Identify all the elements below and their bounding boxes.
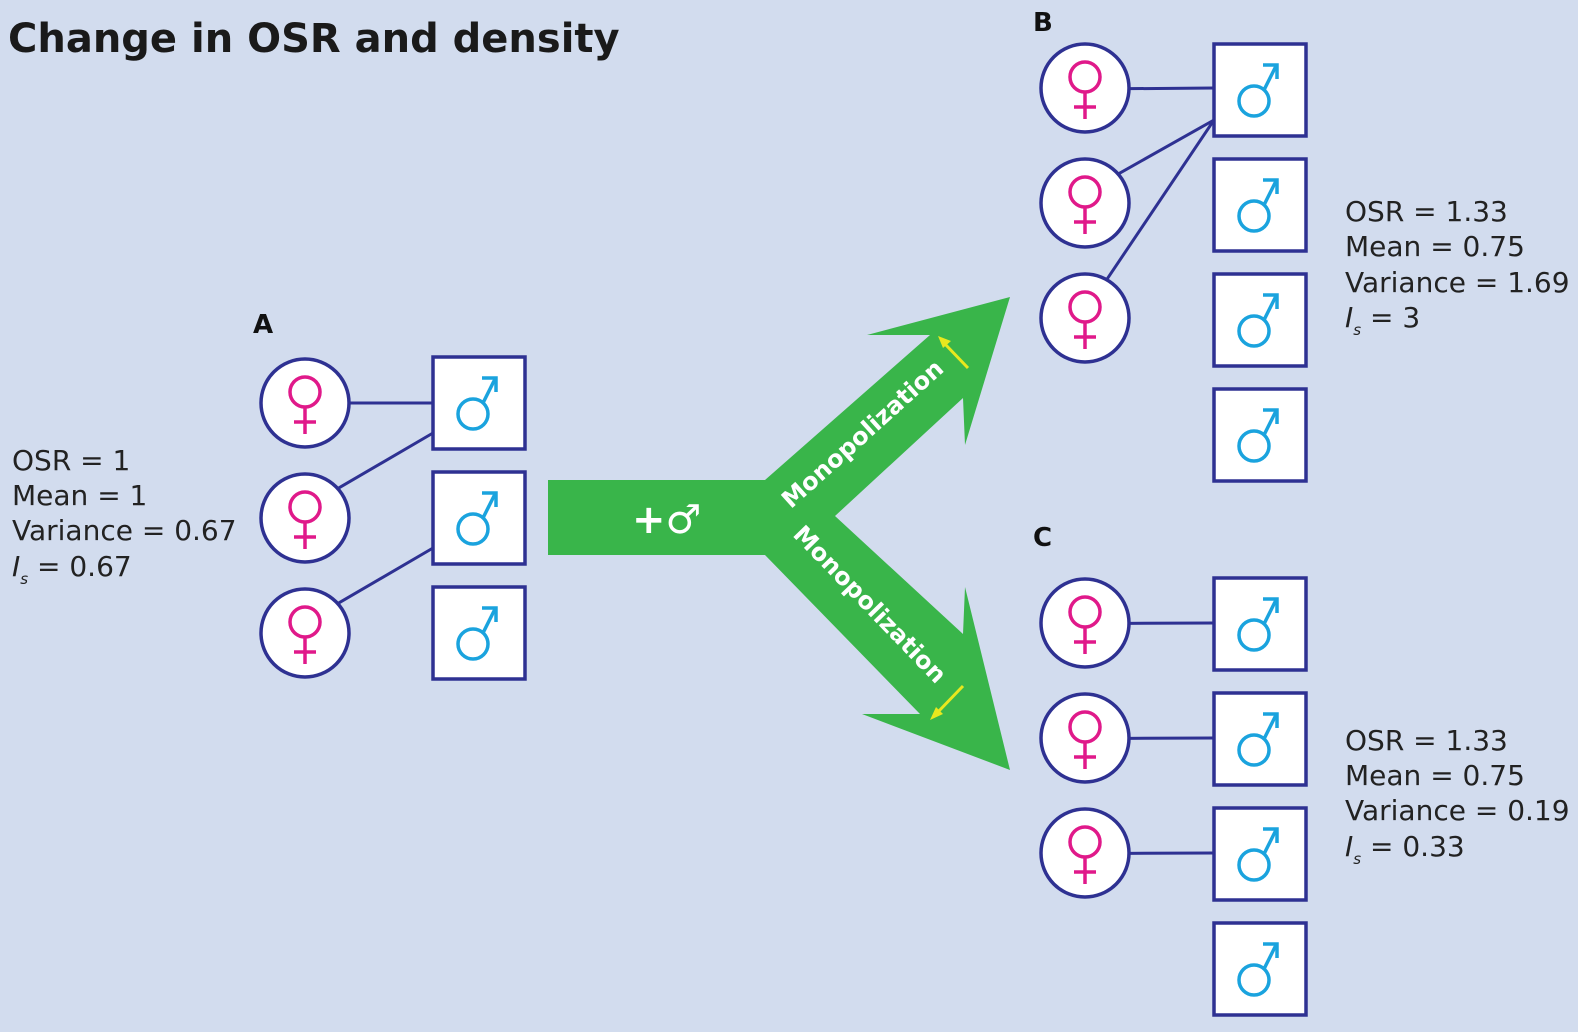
female-node — [259, 587, 351, 679]
panel-a-stats: OSR = 1 Mean = 1 Variance = 0.67 Is = 0.… — [12, 444, 237, 588]
panel-a-is-value: = 0.67 — [28, 550, 132, 583]
female-symbol-icon — [1068, 60, 1102, 119]
panel-b-mean: Mean = 0.75 — [1345, 230, 1525, 263]
female-symbol-icon — [288, 605, 322, 664]
panels-layer: A B C — [253, 8, 1308, 1017]
panel-c-stats: OSR = 1.33 Mean = 0.75 Variance = 0.19 I… — [1345, 724, 1570, 868]
female-node — [1039, 577, 1131, 669]
mating-line — [1117, 118, 1215, 176]
panel-c-osr: OSR = 1.33 — [1345, 724, 1508, 757]
male-symbol-icon — [1237, 408, 1279, 463]
male-symbol-icon — [456, 606, 498, 661]
female-node — [1039, 807, 1131, 899]
female-symbol-icon — [1068, 175, 1102, 234]
up-indicator-icon — [938, 336, 970, 370]
mating-line — [1105, 119, 1216, 281]
male-symbol-icon — [1237, 942, 1279, 997]
panel-a-variance: Variance = 0.67 — [12, 514, 237, 547]
mating-line — [336, 546, 434, 605]
male-symbol-icon — [1237, 293, 1279, 348]
panel-b-is: Is = 3 — [1345, 301, 1420, 339]
panel-b: B — [1033, 8, 1308, 483]
female-symbol-icon — [1068, 710, 1102, 769]
female-symbol-icon — [1068, 825, 1102, 884]
female-symbol-icon — [1068, 595, 1102, 654]
add-male-label: +♂ — [632, 497, 701, 543]
diagram-title: Change in OSR and density — [8, 16, 620, 62]
female-node — [1039, 692, 1131, 784]
mating-line — [1128, 86, 1215, 91]
female-node — [1039, 42, 1131, 134]
panel-a-is-letter: I — [12, 550, 20, 583]
monopolization-arrow: +♂ Monopolization Monopolization — [548, 297, 1010, 770]
panel-c-is-sub: s — [1353, 850, 1361, 868]
male-node — [1212, 921, 1308, 1017]
panel-a-osr: OSR = 1 — [12, 444, 130, 477]
panel-b-osr: OSR = 1.33 — [1345, 195, 1508, 228]
panel-c-label: C — [1033, 523, 1052, 553]
panel-a-label: A — [253, 310, 273, 340]
male-symbol-icon — [456, 376, 498, 431]
female-symbol-icon — [288, 490, 322, 549]
panel-c-is-value: = 0.33 — [1361, 830, 1465, 863]
male-symbol-icon — [1237, 63, 1279, 118]
female-node — [259, 357, 351, 449]
male-node — [1212, 576, 1308, 672]
panel-c-mean: Mean = 0.75 — [1345, 759, 1525, 792]
male-node — [1212, 42, 1308, 138]
down-indicator-icon — [930, 684, 965, 720]
male-symbol-icon — [1237, 597, 1279, 652]
male-node — [1212, 806, 1308, 902]
panel-a: A — [253, 310, 527, 681]
male-symbol-icon — [1237, 827, 1279, 882]
male-node — [431, 585, 527, 681]
panel-b-label: B — [1033, 8, 1053, 38]
panel-b-is-value: = 3 — [1361, 301, 1420, 334]
male-symbol-icon — [1237, 712, 1279, 767]
panel-a-is: Is = 0.67 — [12, 550, 132, 588]
male-node — [1212, 157, 1308, 253]
female-symbol-icon — [1068, 290, 1102, 349]
female-symbol-icon — [288, 375, 322, 434]
male-symbol-icon — [456, 491, 498, 546]
male-node — [431, 470, 527, 566]
female-node — [259, 472, 351, 564]
female-node — [1039, 157, 1131, 249]
panel-c-is-letter: I — [1345, 830, 1353, 863]
panel-b-is-sub: s — [1353, 321, 1361, 339]
female-node — [1039, 272, 1131, 364]
panel-c-variance: Variance = 0.19 — [1345, 794, 1570, 827]
panel-c-is: Is = 0.33 — [1345, 830, 1465, 868]
panel-b-stats: OSR = 1.33 Mean = 0.75 Variance = 1.69 I… — [1345, 195, 1570, 339]
mating-line — [336, 431, 434, 490]
male-node — [431, 355, 527, 451]
panel-b-variance: Variance = 1.69 — [1345, 266, 1570, 299]
male-symbol-icon — [1237, 178, 1279, 233]
male-node — [1212, 691, 1308, 787]
branching-arrow-shape — [548, 297, 1010, 770]
panel-c: C — [1033, 523, 1308, 1017]
male-node — [1212, 272, 1308, 368]
panel-a-mean: Mean = 1 — [12, 479, 147, 512]
male-node — [1212, 387, 1308, 483]
panel-b-is-letter: I — [1345, 301, 1353, 334]
panel-a-is-sub: s — [20, 570, 28, 588]
